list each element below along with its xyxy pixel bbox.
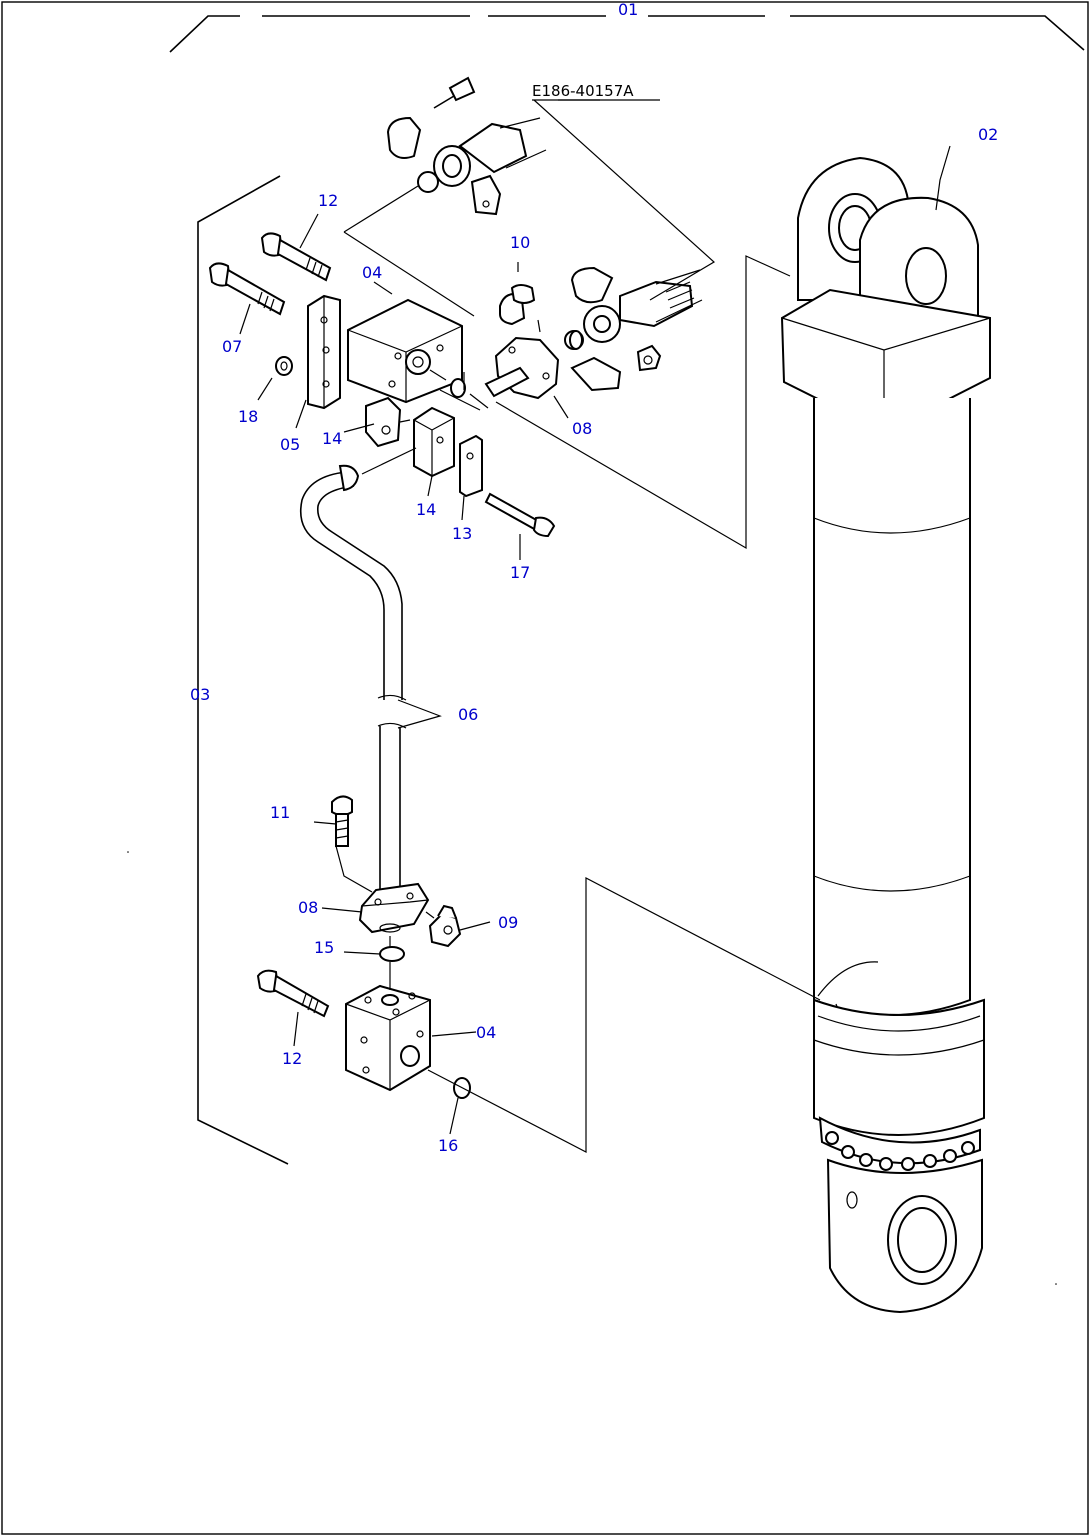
part-12-bolt-upper xyxy=(260,232,332,282)
reference-hose-assembly-lower xyxy=(564,266,703,392)
part-10-plug-upper xyxy=(499,262,536,326)
part-07-bolt xyxy=(208,262,286,316)
callout-15: 15 xyxy=(314,938,334,957)
part-15-o-ring xyxy=(379,946,405,962)
part-12-bolt-lower xyxy=(256,969,330,1018)
part-04-valve-block-lower xyxy=(345,984,431,1092)
part-08-flange-lower xyxy=(358,882,430,934)
part-13-plate xyxy=(459,434,483,498)
callout-12-upper: 12 xyxy=(318,191,338,210)
callout-09: 09 xyxy=(498,913,518,932)
assembly-bracket-01 xyxy=(169,15,1085,53)
callout-08-lower: 08 xyxy=(298,898,318,917)
part-14-clamp-halves xyxy=(365,396,455,478)
callout-04-lower: 04 xyxy=(476,1023,496,1042)
callout-01: 01 xyxy=(618,0,638,19)
gland-bolt-ring xyxy=(818,1116,981,1171)
callout-12-lower: 12 xyxy=(282,1049,302,1068)
o-ring-small xyxy=(450,330,583,398)
callout-16: 16 xyxy=(438,1136,458,1155)
part-11-bolt xyxy=(331,795,353,847)
callout-08-upper: 08 xyxy=(572,419,592,438)
assembly-bracket-03 xyxy=(197,175,289,1165)
part-09-plug xyxy=(428,904,462,948)
callout-04-upper: 04 xyxy=(362,263,382,282)
part-08-flange-upper xyxy=(484,319,560,400)
part-17-bolt xyxy=(484,492,556,538)
part-04-valve-block-upper xyxy=(347,298,463,404)
reference-code-label: E186-40157A xyxy=(532,82,634,100)
hydraulic-cylinder xyxy=(780,156,991,1314)
part-06-pipe xyxy=(299,464,407,890)
callout-17: 17 xyxy=(510,563,530,582)
callout-06: 06 xyxy=(458,705,478,724)
callout-10: 10 xyxy=(510,233,530,252)
part-05-plate xyxy=(307,294,341,410)
reference-hose-assembly xyxy=(386,76,547,216)
callout-11: 11 xyxy=(270,803,290,822)
callout-14-right: 14 xyxy=(416,500,436,519)
assembly-lines xyxy=(335,99,821,1153)
callout-14-left: 14 xyxy=(322,429,342,448)
callout-13: 13 xyxy=(452,524,472,543)
part-18-washer xyxy=(275,356,293,376)
callout-05: 05 xyxy=(280,435,300,454)
callout-leaders xyxy=(239,145,951,1135)
callout-02: 02 xyxy=(978,125,998,144)
callout-07: 07 xyxy=(222,337,242,356)
callout-18: 18 xyxy=(238,407,258,426)
callout-03: 03 xyxy=(190,685,210,704)
